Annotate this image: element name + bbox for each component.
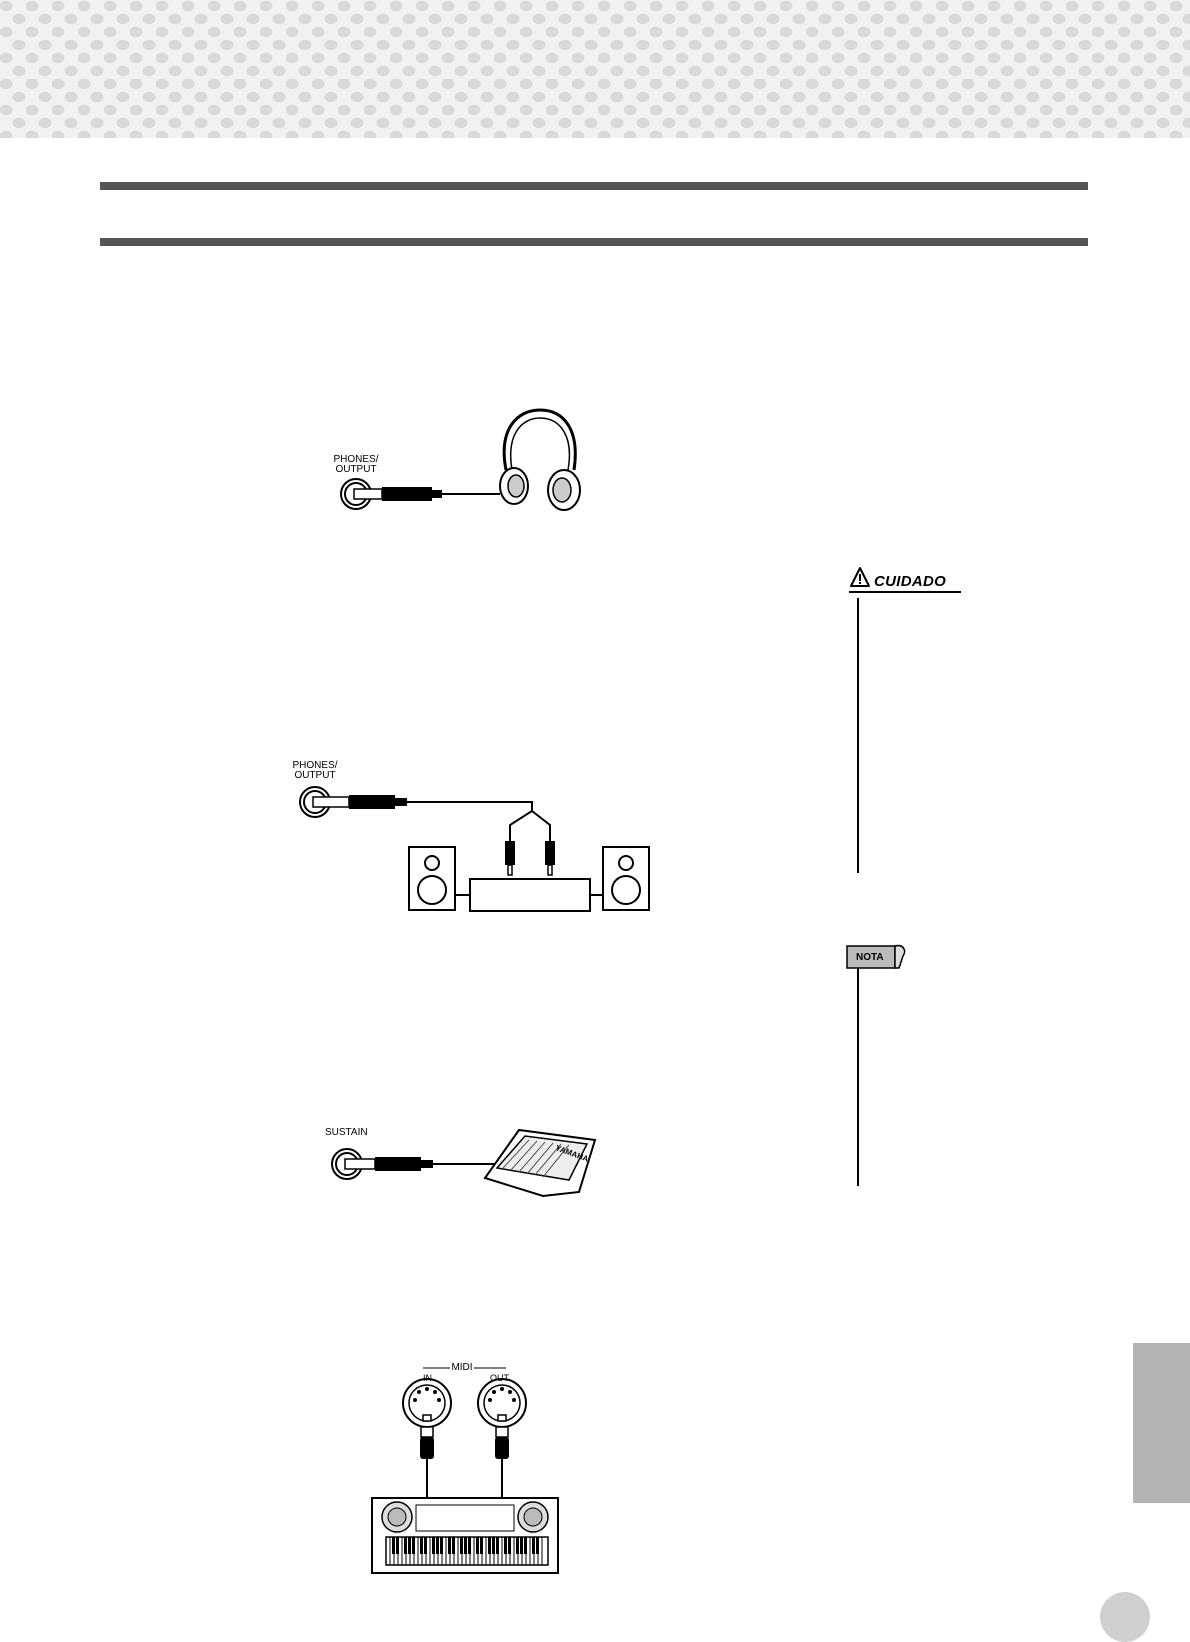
sustain-jack-label: SUSTAIN (325, 1127, 368, 1138)
headphones-diagram: PHONES/ OUTPUT (330, 408, 590, 518)
page-number-circle (1100, 1592, 1150, 1642)
sustain-diagram: SUSTAIN YAMAHA (325, 1128, 605, 1198)
title-rule-top (100, 182, 1088, 190)
headphones-connection-drawing (340, 478, 500, 510)
sustain-connection-drawing (331, 1148, 485, 1180)
title-rule-bottom (100, 238, 1088, 246)
speaker-icon (408, 846, 456, 911)
side-tab (1133, 1343, 1190, 1503)
note-label: NOTA (856, 952, 884, 963)
stereo-connection-drawing (299, 786, 602, 912)
caution-underline (849, 591, 961, 593)
midi-in-label: IN (423, 1373, 432, 1383)
note-margin-line (857, 968, 859, 1186)
headphones-icon (499, 408, 581, 511)
caution-margin-line (857, 598, 859, 873)
midi-diagram: MIDI IN OUT (370, 1363, 560, 1575)
midi-out-label: OUT (490, 1373, 509, 1383)
midi-group-label: MIDI (451, 1362, 473, 1373)
header-dot-pattern (0, 0, 1190, 138)
warning-triangle-icon (850, 567, 870, 587)
keyboard-icon (371, 1497, 559, 1574)
note-tag-icon (846, 944, 906, 969)
headphones-jack-label: PHONES/ OUTPUT (333, 454, 379, 475)
caution-label: CUIDADO (874, 573, 947, 590)
stereo-jack-label: PHONES/ OUTPUT (292, 760, 338, 781)
speaker-icon (602, 846, 650, 911)
stereo-diagram: PHONES/ OUTPUT (292, 761, 652, 917)
midi-connection-drawing (402, 1367, 527, 1497)
foot-pedal-icon: YAMAHA (483, 1128, 597, 1198)
